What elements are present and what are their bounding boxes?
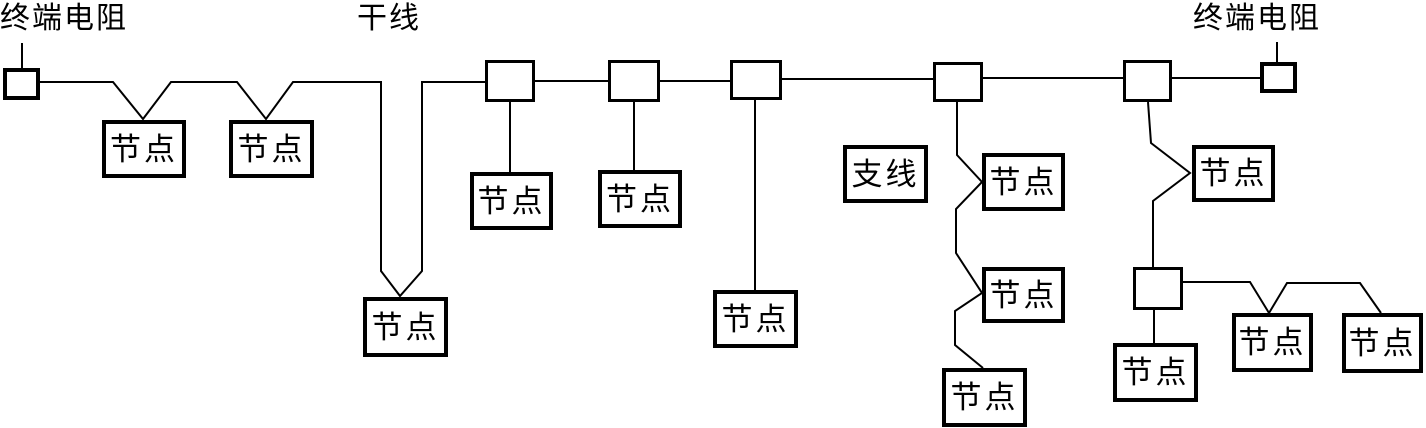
trunk-connector-3: [730, 60, 782, 100]
node-label: 节点: [989, 164, 1058, 200]
terminal-resistor-left-label: 终端电阻: [0, 2, 128, 35]
node-box-13: 节点: [1342, 313, 1423, 373]
branch-line-right-path: [1147, 101, 1192, 267]
node-label: 节点: [1238, 325, 1307, 360]
trunk-connector-4: [933, 62, 983, 102]
node-label: 节点: [989, 277, 1058, 313]
node-label: 节点: [1121, 355, 1190, 390]
node-box-10: 节点: [1192, 145, 1275, 202]
node-box-7: 节点: [982, 153, 1065, 211]
node-label: 节点: [950, 380, 1019, 415]
terminal-resistor-right-box: [1260, 62, 1297, 93]
node-box-11: 节点: [1113, 343, 1198, 402]
node-box-2: 节点: [229, 120, 314, 178]
terminal-resistor-right-label: 终端电阻: [1193, 2, 1321, 35]
node-box-1: 节点: [102, 120, 186, 178]
trunk-connector-1: [485, 60, 535, 102]
branch-line-label-box: 支线: [843, 145, 928, 203]
node-label: 节点: [1348, 325, 1417, 361]
node-label: 节点: [477, 183, 546, 219]
hub-right-branch-path: [1183, 281, 1382, 315]
node-box-6: 节点: [713, 290, 798, 348]
node-box-12: 节点: [1232, 313, 1313, 372]
trunk-connector-5: [1123, 60, 1172, 102]
node-box-8: 节点: [982, 267, 1065, 323]
branch-line-left-path: [954, 102, 984, 369]
node-label: 节点: [110, 131, 178, 167]
node-label: 节点: [237, 131, 306, 167]
node-label: 节点: [1199, 156, 1268, 191]
trunk-line-path: [40, 81, 485, 298]
trunk-line-label: 干线: [357, 2, 421, 35]
node-label: 节点: [721, 301, 790, 337]
terminal-resistor-left-box: [3, 68, 40, 100]
node-box-5: 节点: [598, 170, 682, 228]
node-box-3: 节点: [363, 297, 448, 357]
trunk-connector-2: [608, 60, 660, 102]
branch-line-label: 支线: [851, 156, 920, 192]
node-box-4: 节点: [470, 172, 553, 230]
node-label: 节点: [371, 309, 440, 345]
node-label: 节点: [606, 181, 674, 217]
branch-hub-connector: [1133, 267, 1183, 310]
node-box-9: 节点: [942, 368, 1027, 427]
